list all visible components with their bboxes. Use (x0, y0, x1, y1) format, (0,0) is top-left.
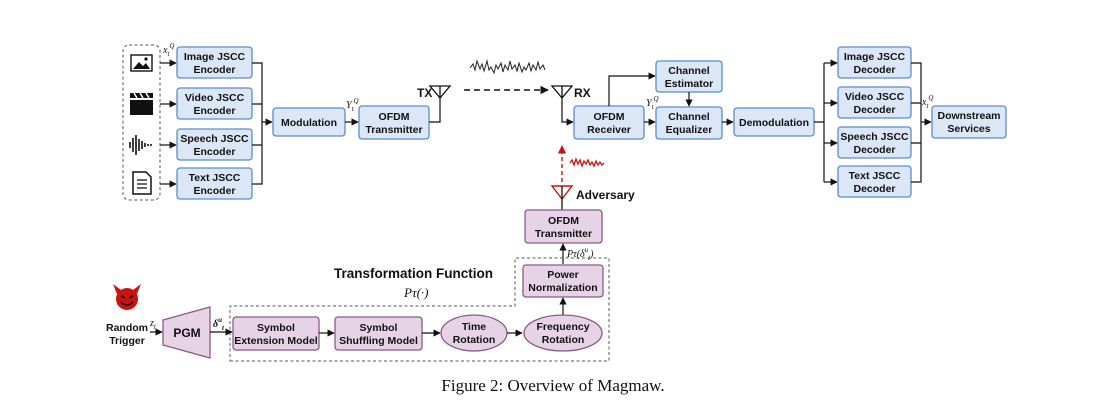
image-jscc-encoder: Image JSCC Encoder (176, 46, 253, 79)
svg-text:Downstream: Downstream (937, 110, 1000, 122)
svg-text:Equalizer: Equalizer (666, 124, 713, 136)
svg-text:Encoder: Encoder (193, 64, 235, 76)
svg-text:Decoder: Decoder (853, 144, 895, 156)
svg-text:Channel: Channel (668, 111, 710, 123)
ofdm-receiver: OFDM Receiver (573, 105, 645, 140)
figure-caption: Figure 2: Overview of Magmaw. (441, 376, 664, 395)
adversary-antenna-icon (550, 185, 574, 210)
video-jscc-encoder: Video JSCC Encoder (176, 87, 253, 120)
speech-icon (129, 135, 152, 155)
demodulation-block: Demodulation (733, 107, 815, 137)
svg-text:Extension Model: Extension Model (234, 335, 318, 347)
frequency-rotation: Frequency Rotation (523, 314, 603, 352)
tx-label: TX (417, 86, 432, 100)
tx-antenna-icon (428, 85, 452, 100)
image-icon (130, 54, 153, 72)
svg-text:Encoder: Encoder (193, 185, 235, 197)
source-group (122, 44, 161, 201)
svg-text:Frequency: Frequency (536, 321, 589, 333)
text-jscc-encoder: Text JSCC Encoder (176, 167, 253, 200)
text-jscc-decoder: Text JSCC Decoder (837, 165, 912, 198)
svg-text:Image JSCC: Image JSCC (844, 51, 906, 63)
random-trigger-line1: Random (106, 322, 148, 334)
delta-t-u-label: δut (213, 316, 225, 332)
z-t-label: zt (149, 318, 157, 331)
text-icon (132, 171, 152, 195)
svg-text:Estimator: Estimator (665, 78, 713, 90)
svg-text:PGM: PGM (173, 326, 200, 340)
transformation-function-region (229, 257, 610, 362)
downstream-services: Downstream Services (931, 105, 1007, 139)
rx-antenna-icon (550, 85, 574, 100)
adversary-label: Adversary (576, 188, 635, 202)
svg-text:Transmitter: Transmitter (365, 124, 422, 136)
svg-text:Video JSCC: Video JSCC (845, 91, 905, 103)
adversarial-signal-icon (569, 157, 605, 168)
svg-text:Time: Time (462, 321, 486, 333)
channel-equalizer: Channel Equalizer (655, 106, 723, 140)
video-icon (130, 92, 153, 115)
svg-text:Rotation: Rotation (542, 334, 585, 346)
speech-jscc-decoder: Speech JSCC Decoder (837, 126, 912, 159)
svg-text:Symbol: Symbol (360, 322, 398, 334)
video-jscc-decoder: Video JSCC Decoder (837, 86, 912, 119)
svg-text:Encoder: Encoder (193, 105, 235, 117)
rx-label: RX (574, 86, 591, 100)
svg-text:Encoder: Encoder (193, 146, 235, 158)
p-tau-delta-label: Pτ(δut) (566, 246, 594, 262)
svg-text:Modulation: Modulation (281, 117, 337, 129)
y-t-q-label: YtQ (346, 97, 359, 113)
svg-text:Symbol: Symbol (257, 322, 295, 334)
svg-text:OFDM: OFDM (594, 111, 625, 123)
svg-text:Speech JSCC: Speech JSCC (180, 133, 249, 145)
x-t-q-label: xtQ (162, 42, 174, 58)
random-trigger-line2: Trigger (109, 335, 145, 347)
svg-text:Video JSCC: Video JSCC (185, 92, 245, 104)
svg-text:Rotation: Rotation (453, 334, 496, 346)
adversary-ofdm-transmitter: OFDM Transmitter (524, 209, 603, 244)
svg-text:Text JSCC: Text JSCC (189, 172, 241, 184)
pgm-block: PGM (162, 306, 211, 359)
devil-icon (113, 284, 141, 310)
y-hat-t-q-label: YtQ (646, 95, 659, 111)
power-normalization: Power Normalization (522, 264, 604, 298)
modulation-block: Modulation (272, 107, 346, 137)
channel-estimator: Channel Estimator (655, 60, 723, 93)
svg-text:Channel: Channel (668, 65, 710, 77)
x-hat-t-q-label: xtQ (921, 94, 933, 110)
svg-text:OFDM: OFDM (379, 111, 410, 123)
symbol-shuffling-model: Symbol Shuffling Model (334, 316, 423, 351)
svg-text:Normalization: Normalization (528, 282, 597, 294)
svg-text:Text JSCC: Text JSCC (849, 170, 901, 182)
ofdm-transmitter: OFDM Transmitter (358, 105, 430, 140)
transformation-function-symbol: Pτ(·) (403, 285, 429, 300)
svg-text:Receiver: Receiver (587, 124, 631, 136)
svg-text:Decoder: Decoder (853, 183, 895, 195)
svg-text:Services: Services (947, 123, 990, 135)
svg-text:Speech JSCC: Speech JSCC (840, 131, 909, 143)
svg-text:OFDM: OFDM (548, 215, 579, 227)
symbol-extension-model: Symbol Extension Model (232, 316, 320, 351)
time-rotation: Time Rotation (440, 314, 508, 352)
noise-signal-icon (469, 59, 546, 75)
transformation-function-title: Transformation Function (334, 266, 493, 281)
svg-text:Shuffling Model: Shuffling Model (339, 335, 418, 347)
svg-text:Image JSCC: Image JSCC (184, 51, 246, 63)
svg-text:Decoder: Decoder (853, 104, 895, 116)
svg-text:Transmitter: Transmitter (535, 228, 592, 240)
speech-jscc-encoder: Speech JSCC Encoder (176, 128, 253, 161)
image-jscc-decoder: Image JSCC Decoder (837, 46, 912, 79)
svg-text:Demodulation: Demodulation (739, 117, 809, 129)
svg-text:Power: Power (547, 269, 579, 281)
svg-text:Decoder: Decoder (853, 64, 895, 76)
